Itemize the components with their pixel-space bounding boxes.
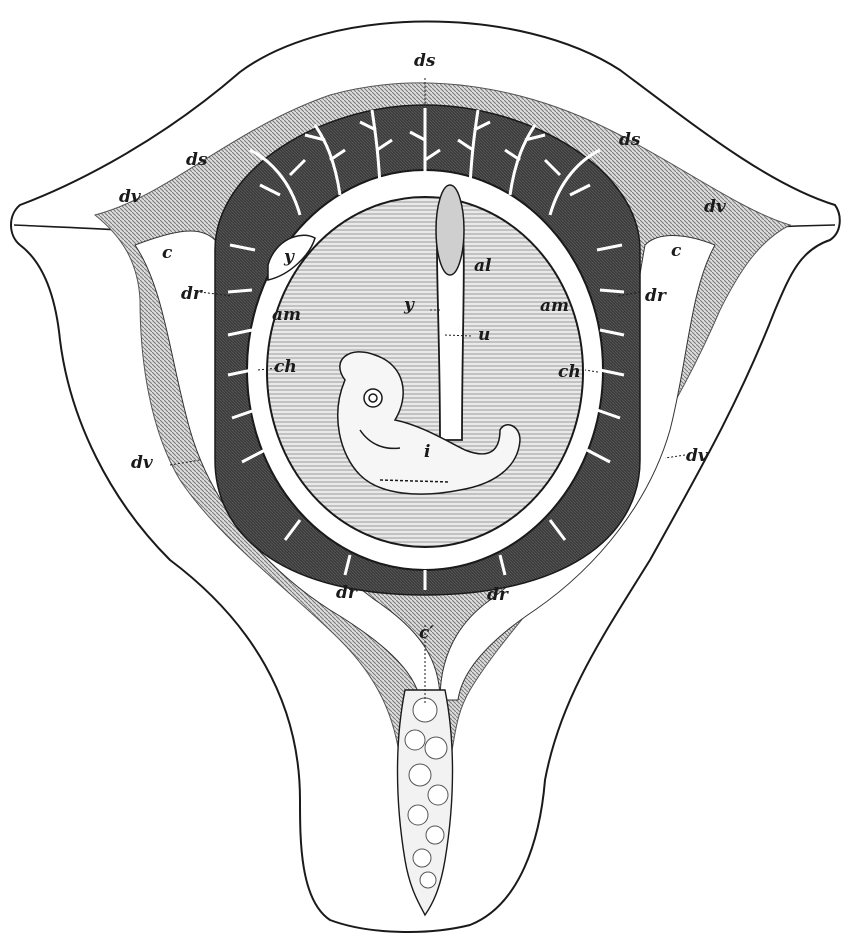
label-y-upper: y (283, 247, 295, 267)
label-am-right: am (540, 296, 569, 316)
label-y-stalk: y (403, 295, 415, 315)
label-c-right: c (671, 241, 682, 261)
label-ds-top: ds (414, 51, 436, 71)
label-dr-right: dr (645, 286, 667, 306)
label-i: i (424, 442, 430, 462)
label-dv-lower-left: dv (131, 453, 154, 473)
label-c-prime: c′ (419, 623, 434, 643)
label-dv-upper-left: dv (119, 187, 142, 207)
label-dv-upper-right: dv (704, 197, 727, 217)
label-dr-bottom-left: dr (336, 583, 358, 603)
label-dr-bottom-right: dr (487, 585, 509, 605)
label-dv-lower-right: dv (686, 446, 709, 466)
label-ch-right: ch (558, 362, 581, 382)
label-u: u (478, 325, 490, 345)
label-am-left: am (272, 305, 301, 325)
label-c-left: c (162, 243, 173, 263)
label-ds-right: ds (619, 130, 641, 150)
label-ds-left: ds (186, 150, 208, 170)
allantois-vesicle (436, 185, 464, 275)
label-al: al (474, 256, 492, 276)
label-ch-left: ch (274, 357, 297, 377)
label-dr-left: dr (181, 284, 203, 304)
